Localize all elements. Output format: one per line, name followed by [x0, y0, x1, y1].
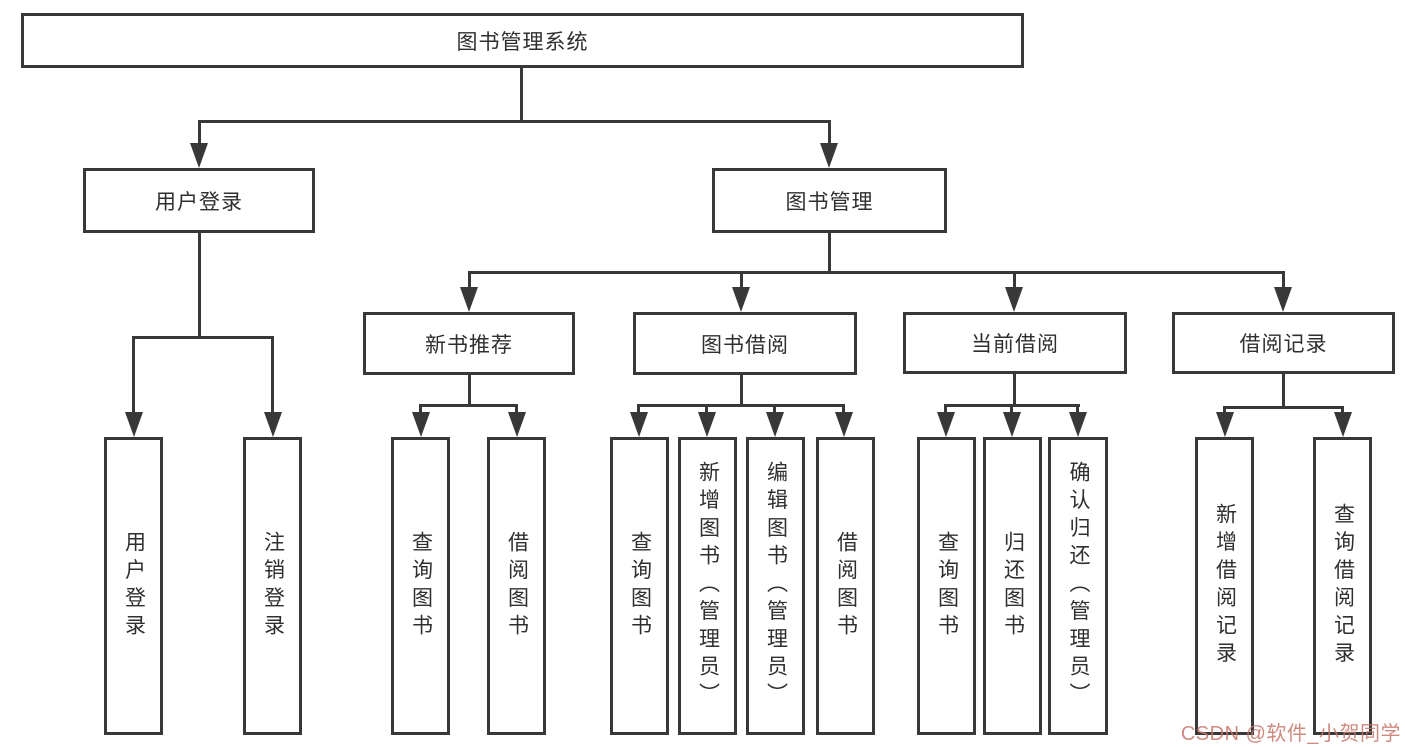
arrow-to-query-books-3 [937, 412, 955, 437]
connector-bookmgmt-vline [828, 233, 831, 271]
arrow-to-leaf-logout [264, 412, 282, 437]
connector-stem-borrow-books-1 [515, 404, 518, 412]
arrow-to-current-borrow [1005, 287, 1023, 312]
connector-stem-add-book [705, 404, 708, 412]
arrow-to-query-books-2 [630, 412, 648, 437]
leaf-edit-book-admin-label: 编辑图书（管理员） [764, 461, 788, 711]
node-book-borrow: 图书借阅 [633, 312, 857, 375]
connector-stem-borrow-records [1282, 271, 1285, 287]
connector-stem-add-record [1223, 406, 1226, 412]
connector-stem-book-borrow [740, 271, 743, 287]
connector-stem-query-books-2 [637, 404, 640, 412]
node-book-mgmt: 图书管理 [712, 168, 947, 233]
csdn-watermark: CSDN @软件_小贺同学 [1180, 723, 1401, 745]
leaf-borrow-books-2: 借阅图书 [816, 437, 875, 735]
leaf-return-book-label: 归还图书 [1001, 530, 1025, 642]
leaf-add-book-admin-label: 新增图书（管理员） [696, 461, 720, 711]
node-root: 图书管理系统 [21, 13, 1024, 68]
connector-stem-confirm-return [1076, 404, 1079, 412]
node-user-login-label: 用户登录 [155, 190, 243, 214]
arrow-to-new-books [460, 287, 478, 312]
arrow-to-book-mgmt [820, 143, 838, 168]
connector-borrowrecords-hline [1223, 406, 1344, 409]
connector-stem-edit-book [773, 404, 776, 412]
leaf-query-borrow-record: 查询借阅记录 [1313, 437, 1372, 735]
arrow-to-confirm-return [1069, 412, 1087, 437]
leaf-query-books-2-label: 查询图书 [628, 530, 652, 642]
arrow-to-borrow-books-1 [508, 412, 526, 437]
connector-stem-book-mgmt [828, 120, 831, 143]
leaf-add-borrow-record: 新增借阅记录 [1195, 437, 1254, 735]
node-book-borrow-label: 图书借阅 [701, 333, 789, 357]
connector-stem-user-login [198, 120, 201, 143]
leaf-borrow-books-1-label: 借阅图书 [505, 530, 529, 642]
connector-userlogin-hline [132, 336, 274, 339]
connector-stem-current-borrow [1013, 271, 1016, 287]
arrow-to-query-record [1334, 412, 1352, 437]
connector-bookborrow-hline [637, 404, 845, 407]
arrow-to-borrow-books-2 [835, 412, 853, 437]
arrow-to-user-login [190, 143, 208, 168]
node-borrow-records-label: 借阅记录 [1239, 333, 1328, 356]
connector-stem-leaf-user-login [132, 336, 135, 412]
arrow-to-borrow-records [1274, 287, 1292, 312]
connector-stem-query-record [1341, 406, 1344, 412]
leaf-confirm-return-admin: 确认归还（管理员） [1048, 437, 1108, 735]
arrow-to-return-book [1003, 412, 1021, 437]
connector-root-hline [198, 120, 831, 123]
leaf-user-login-label: 用户登录 [122, 530, 146, 642]
arrow-to-query-books-1 [412, 412, 430, 437]
connector-newbooks-hline [419, 404, 518, 407]
connector-stem-borrow-books-2 [842, 404, 845, 412]
leaf-user-login: 用户登录 [104, 437, 163, 735]
connector-bookborrow-vline [740, 375, 743, 404]
leaf-query-borrow-record-label: 查询借阅记录 [1331, 502, 1355, 670]
node-current-borrow: 当前借阅 [903, 312, 1127, 374]
connector-currentborrow-vline [1013, 374, 1016, 404]
leaf-query-books-3: 查询图书 [917, 437, 976, 735]
connector-stem-leaf-logout [271, 336, 274, 412]
connector-stem-return-book [1010, 404, 1013, 412]
leaf-query-books-2: 查询图书 [610, 437, 669, 735]
node-borrow-records: 借阅记录 [1172, 312, 1395, 374]
node-book-mgmt-label: 图书管理 [785, 190, 874, 214]
arrow-to-book-borrow [732, 287, 750, 312]
connector-stem-query-books-3 [944, 404, 947, 412]
node-new-books: 新书推荐 [363, 312, 575, 375]
connector-userlogin-vline [198, 233, 201, 336]
leaf-add-book-admin: 新增图书（管理员） [678, 437, 737, 735]
node-new-books-label: 新书推荐 [425, 333, 513, 357]
node-root-label: 图书管理系统 [456, 30, 589, 54]
node-user-login: 用户登录 [83, 168, 315, 233]
arrow-to-edit-book [766, 412, 784, 437]
arrow-to-add-book [698, 412, 716, 437]
leaf-borrow-books-1: 借阅图书 [487, 437, 546, 735]
leaf-query-books-1: 查询图书 [391, 437, 450, 735]
node-current-borrow-label: 当前借阅 [971, 333, 1059, 356]
arrow-to-leaf-user-login [125, 412, 143, 437]
leaf-borrow-books-2-label: 借阅图书 [834, 530, 858, 642]
leaf-return-book: 归还图书 [983, 437, 1042, 735]
leaf-confirm-return-admin-label: 确认归还（管理员） [1067, 461, 1090, 711]
connector-stem-new-books [468, 271, 471, 287]
connector-borrowrecords-vline [1282, 374, 1285, 406]
connector-root-vline [520, 68, 523, 120]
leaf-add-borrow-record-label: 新增借阅记录 [1213, 502, 1237, 670]
leaf-query-books-3-label: 查询图书 [935, 530, 959, 642]
leaf-logout: 注销登录 [243, 437, 302, 735]
connector-stem-query-books-1 [419, 404, 422, 412]
leaf-logout-label: 注销登录 [261, 530, 285, 642]
arrow-to-add-record [1216, 412, 1234, 437]
connector-bookmgmt-hline [468, 271, 1285, 274]
leaf-edit-book-admin: 编辑图书（管理员） [746, 437, 805, 735]
connector-newbooks-vline [468, 375, 471, 404]
leaf-query-books-1-label: 查询图书 [409, 530, 433, 642]
